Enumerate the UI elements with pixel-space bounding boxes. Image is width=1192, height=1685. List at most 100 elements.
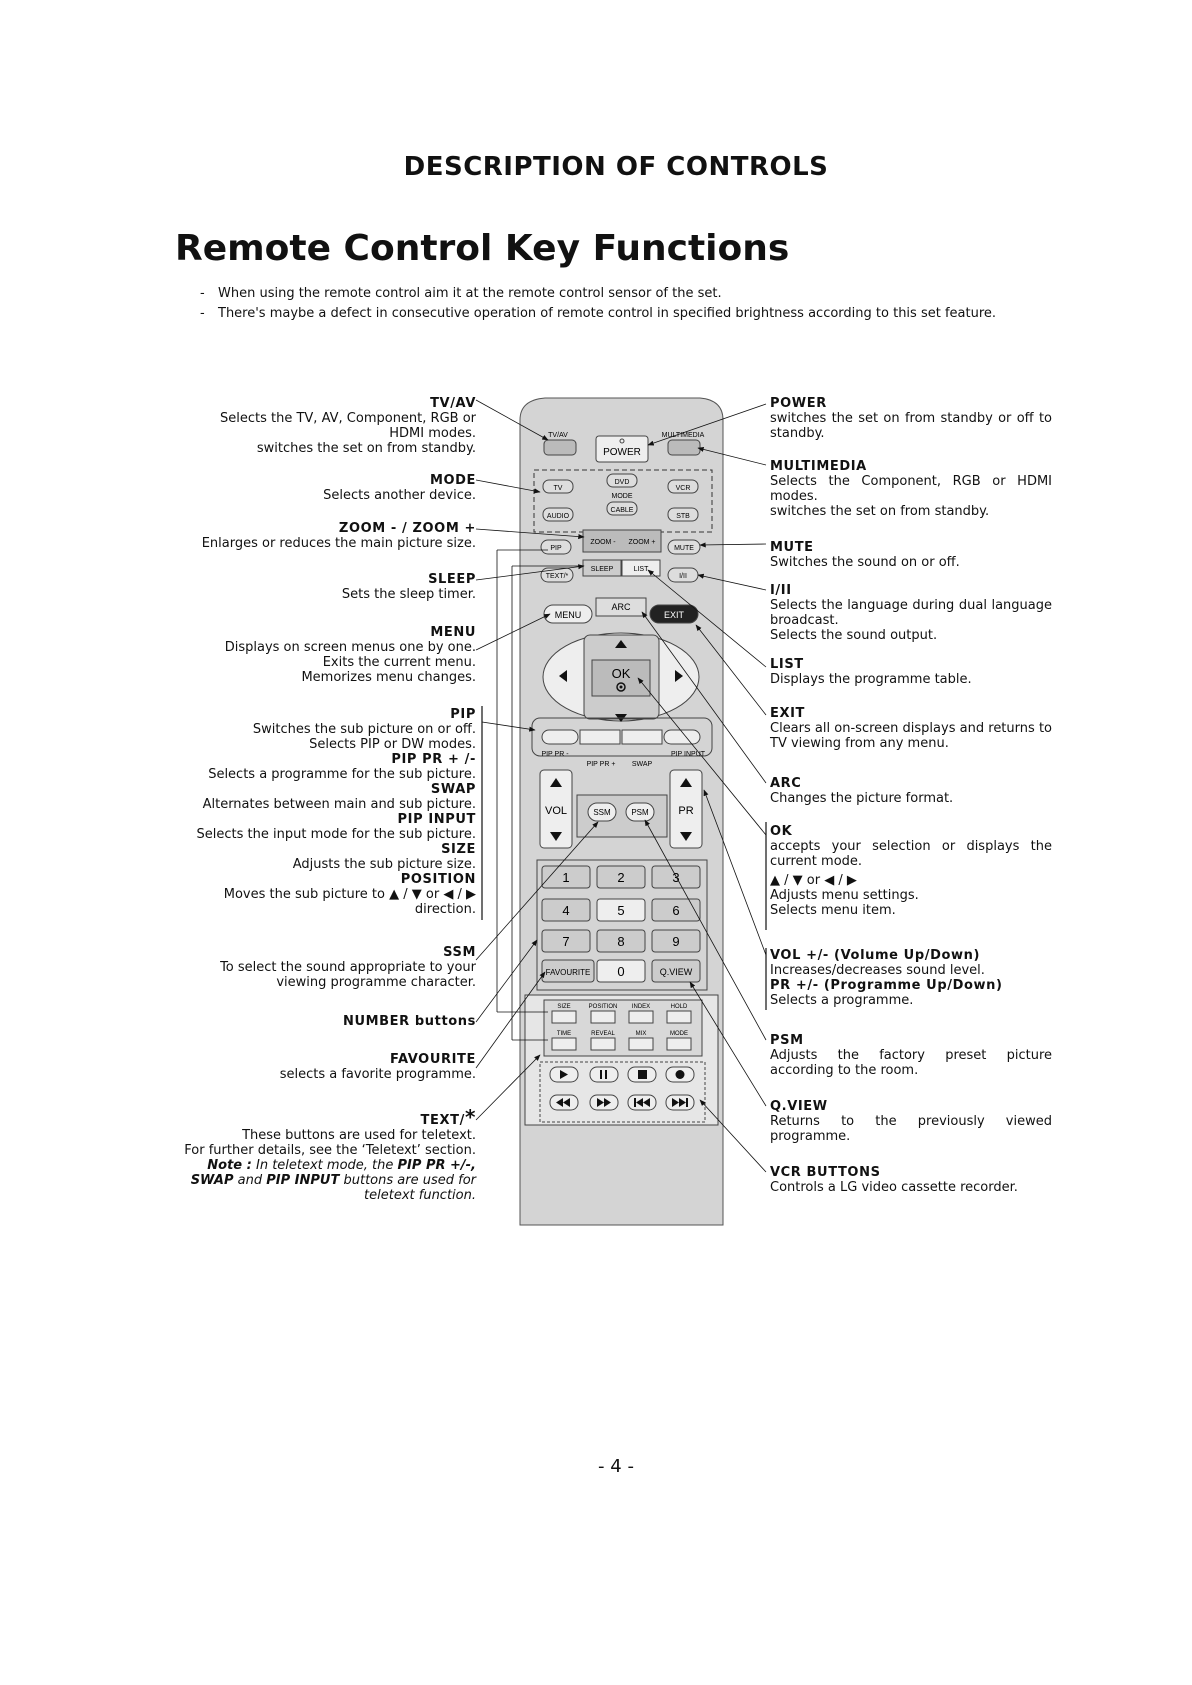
pause-icon bbox=[600, 1070, 602, 1079]
svg-text:ZOOM +: ZOOM + bbox=[628, 539, 655, 546]
svg-text:INDEX: INDEX bbox=[632, 1004, 650, 1010]
pr-rocker bbox=[669, 769, 703, 849]
up-down-arrows-icon: ▲ / ▼ bbox=[389, 887, 422, 902]
svg-text:I/II: I/II bbox=[679, 573, 687, 580]
svg-text:SWAP: SWAP bbox=[632, 761, 653, 768]
svg-text:8: 8 bbox=[617, 934, 624, 949]
exit-button bbox=[649, 604, 699, 624]
record-icon bbox=[675, 1070, 685, 1079]
skip-back-icon bbox=[634, 1098, 650, 1107]
svg-text:FAVOURITE: FAVOURITE bbox=[546, 968, 591, 977]
svg-text:PIP INPUT: PIP INPUT bbox=[671, 751, 706, 758]
section-title: Remote Control Key Functions bbox=[175, 228, 790, 269]
svg-text:HOLD: HOLD bbox=[671, 1004, 688, 1010]
vol-pr-description: VOL +/- (Volume Up/Down)Increases/decrea… bbox=[770, 948, 1003, 1008]
tv-button bbox=[542, 479, 574, 494]
svg-text:ZOOM -: ZOOM - bbox=[590, 539, 616, 546]
intro-note: When using the remote control aim it at … bbox=[200, 284, 996, 304]
vol-rocker bbox=[539, 769, 573, 849]
svg-text:AUDIO: AUDIO bbox=[547, 513, 570, 520]
svg-text:4: 4 bbox=[562, 903, 569, 918]
multimedia-button bbox=[667, 439, 701, 456]
tvav-description: TV/AV Selects the TV, AV, Component, RGB… bbox=[220, 396, 476, 456]
arc-button bbox=[595, 597, 647, 617]
svg-text:DVD: DVD bbox=[615, 479, 630, 486]
svg-text:6: 6 bbox=[672, 903, 679, 918]
svg-text:MULTIMEDIA: MULTIMEDIA bbox=[662, 432, 705, 439]
svg-text:9: 9 bbox=[672, 934, 679, 949]
left-right-arrows-icon: ◀ / ▶ bbox=[824, 873, 857, 888]
ssm-button bbox=[587, 802, 617, 822]
ok-button bbox=[591, 659, 651, 697]
favourite-button bbox=[541, 959, 595, 983]
svg-text:PIP PR -: PIP PR - bbox=[541, 751, 569, 758]
right-arrow-icon bbox=[675, 670, 683, 682]
vcr-button bbox=[667, 479, 699, 494]
up-arrow-icon bbox=[615, 640, 627, 648]
number-description: NUMBER buttons bbox=[342, 1014, 476, 1029]
svg-text:VOL: VOL bbox=[545, 805, 567, 817]
svg-text:SSM: SSM bbox=[593, 808, 611, 817]
menu-description: MENU Displays on screen menus one by one… bbox=[224, 625, 476, 685]
ssm-description: SSM To select the sound appropriate to y… bbox=[220, 945, 476, 990]
svg-text:PIP PR +: PIP PR + bbox=[587, 761, 616, 768]
svg-text:1: 1 bbox=[562, 870, 569, 885]
svg-text:TV: TV bbox=[554, 485, 563, 492]
ok-description: OK accepts your selection or displays th… bbox=[770, 824, 1052, 918]
psm-button bbox=[625, 802, 655, 822]
svg-text:7: 7 bbox=[562, 934, 569, 949]
text-description: TEXT/* These buttons are used for telete… bbox=[184, 1105, 476, 1203]
pip-pr-minus-button bbox=[541, 729, 579, 745]
left-right-arrows-icon: ◀ / ▶ bbox=[443, 887, 476, 902]
svg-text:OK: OK bbox=[612, 666, 631, 681]
cable-button bbox=[606, 501, 638, 516]
skip-forward-icon bbox=[672, 1098, 688, 1107]
stop-icon bbox=[638, 1070, 647, 1079]
play-icon bbox=[560, 1070, 568, 1079]
svg-text:PR: PR bbox=[678, 805, 693, 817]
svg-text:MIX: MIX bbox=[636, 1031, 647, 1037]
svg-text:MUTE: MUTE bbox=[674, 545, 694, 552]
svg-text:MENU: MENU bbox=[555, 610, 582, 620]
teletext-buttons: SIZE POSITION INDEX HOLD TIME REVEAL MIX… bbox=[551, 1004, 692, 1051]
fast-forward-icon bbox=[597, 1098, 611, 1107]
page-number: - 4 - bbox=[598, 1456, 634, 1477]
swap-button bbox=[621, 729, 663, 745]
zoom-description: ZOOM - / ZOOM +Enlarges or reduces the m… bbox=[201, 521, 476, 551]
svg-text:TEXT/*: TEXT/* bbox=[546, 573, 569, 580]
svg-text:CABLE: CABLE bbox=[611, 507, 634, 514]
svg-text:STB: STB bbox=[676, 513, 690, 520]
dvd-button bbox=[606, 473, 638, 488]
power-button bbox=[595, 435, 649, 463]
stb-button bbox=[667, 507, 699, 522]
svg-text:ARC: ARC bbox=[611, 602, 631, 612]
pip-description: PIP Switches the sub picture on or off.S… bbox=[196, 707, 476, 917]
svg-text:2: 2 bbox=[617, 870, 624, 885]
svg-text:POSITION: POSITION bbox=[589, 1004, 618, 1010]
svg-text:REVEAL: REVEAL bbox=[591, 1031, 615, 1037]
intro-notes: When using the remote control aim it at … bbox=[200, 284, 996, 324]
pip-button bbox=[540, 539, 572, 555]
svg-text:0: 0 bbox=[617, 964, 624, 979]
svg-text:VCR: VCR bbox=[676, 485, 691, 492]
zero-button bbox=[596, 959, 646, 983]
qview-button bbox=[651, 959, 701, 983]
rewind-icon bbox=[556, 1098, 570, 1107]
svg-text:PSM: PSM bbox=[631, 808, 649, 817]
svg-text:SIZE: SIZE bbox=[557, 1004, 570, 1010]
tvav-button bbox=[543, 439, 577, 456]
i-ii-description: I/II Selects the language during dual la… bbox=[770, 583, 1052, 643]
svg-text:PIP: PIP bbox=[550, 545, 562, 552]
svg-text:TV/AV: TV/AV bbox=[548, 432, 568, 439]
text-button bbox=[540, 567, 574, 583]
svg-text:POWER: POWER bbox=[603, 447, 641, 458]
svg-text:5: 5 bbox=[617, 903, 624, 918]
intro-note: There's maybe a defect in consecutive op… bbox=[200, 304, 996, 324]
svg-text:EXIT: EXIT bbox=[664, 610, 685, 620]
